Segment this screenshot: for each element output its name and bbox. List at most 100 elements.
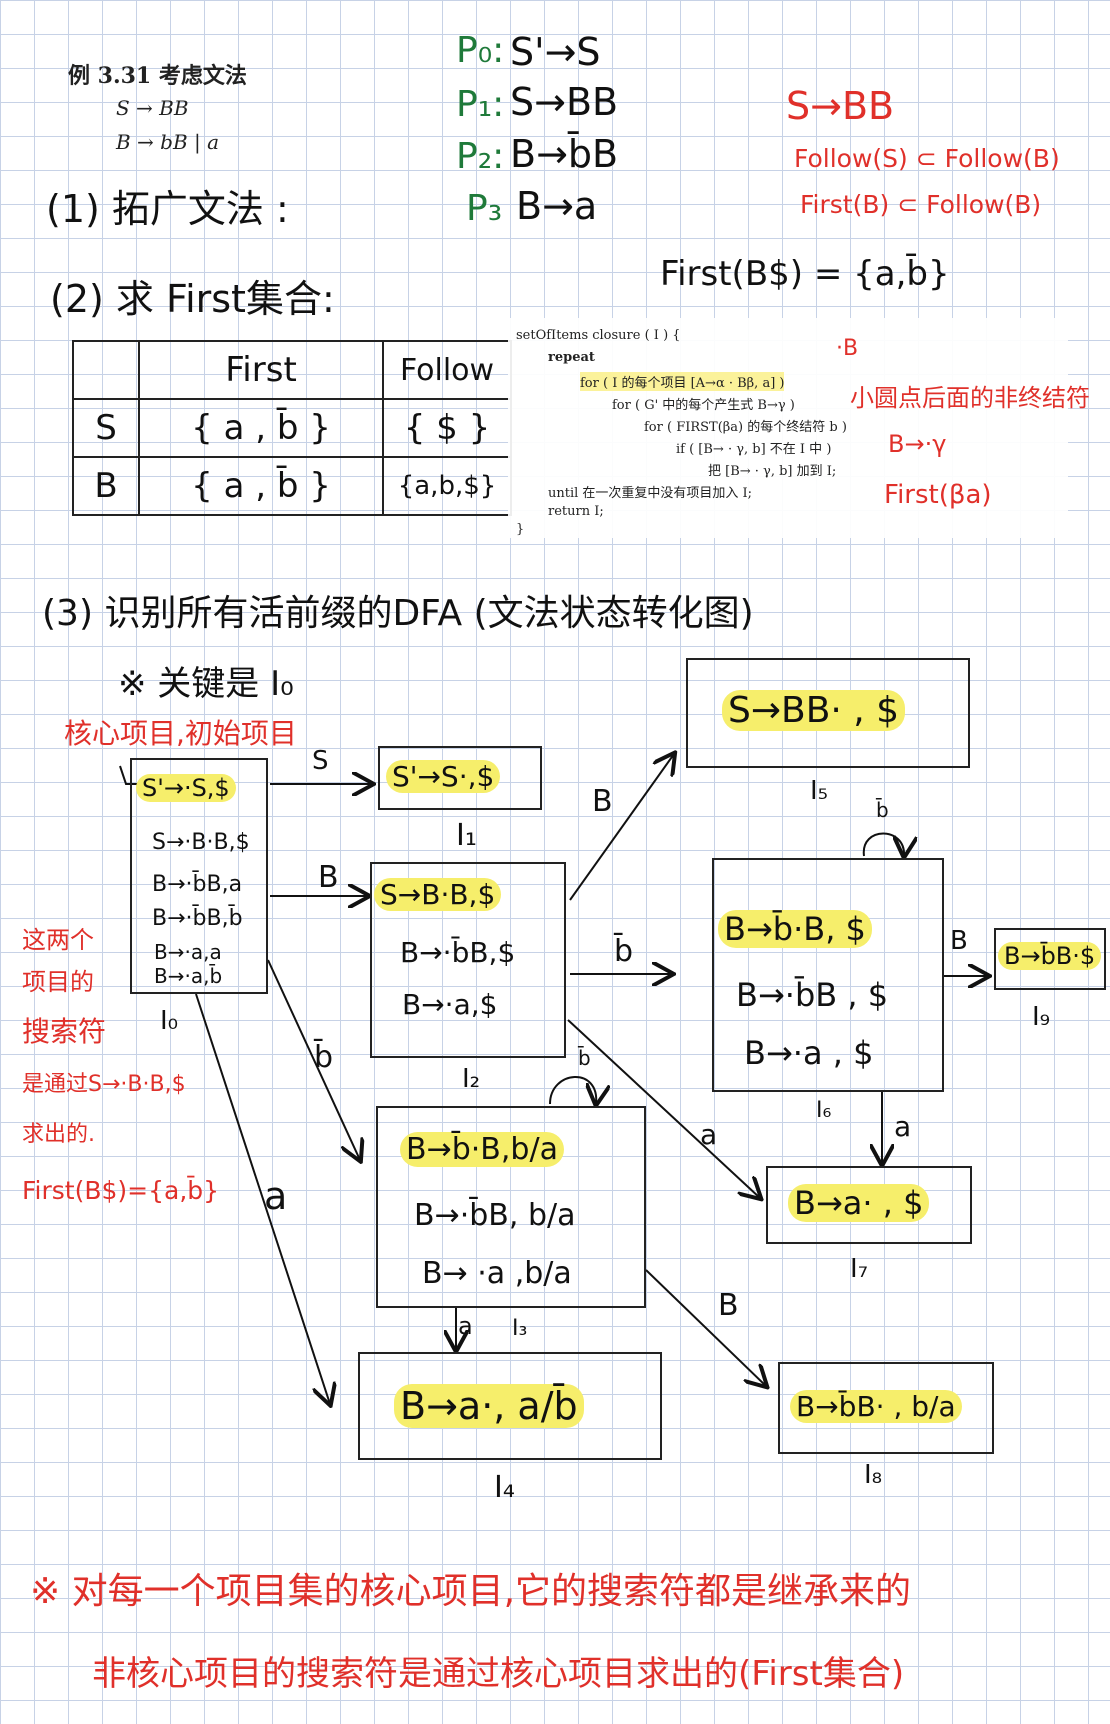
state-item: B→·b̄B,a [152, 872, 243, 897]
algo-line: until 在一次重复中没有项目加入 I; [548, 486, 753, 501]
algo-line: repeat [548, 350, 595, 365]
state-label-i8: I₈ [864, 1460, 883, 1490]
state-label-i6: I₆ [816, 1098, 832, 1123]
bottom-note-2: 非核心项目的搜索符是通过核心项目求出的(First集合) [92, 1654, 905, 1694]
arrow-i2-i5 [569, 754, 674, 901]
state-item: B→·a,b̄ [154, 964, 223, 988]
state-i1: S'→S·,$ [378, 746, 542, 810]
left-note-line: First(B$)={a,b̄} [22, 1176, 220, 1205]
edge-label-b: B [718, 1288, 739, 1323]
example-title: 例 3.31 考虑文法 [68, 63, 247, 89]
state-item: B→b̄B·$ [998, 942, 1102, 970]
table-cell: S [72, 398, 140, 458]
table-row: B { a , b̄ } {a,b,$} [72, 456, 512, 516]
algo-note-bgamma: B→·γ [888, 430, 947, 458]
state-i9: B→b̄B·$ [994, 928, 1106, 990]
state-item: B→a·, a/b̄ [394, 1384, 584, 1428]
state-item: B→·b̄B,$ [400, 936, 516, 969]
state-item: S'→·S,$ [136, 774, 236, 802]
note-follow: Follow(S) ⊂ Follow(B) [794, 144, 1060, 173]
left-note-line: 这两个 [22, 926, 94, 954]
state-item: B→·b̄B , $ [736, 976, 889, 1014]
algo-note-firstba: First(βa) [884, 480, 992, 510]
edge-label-a: a [700, 1118, 718, 1151]
core-item-note: 核心项目,初始项目 [64, 717, 297, 750]
edge-label-a: a [894, 1110, 912, 1143]
algo-line: return I; [548, 504, 604, 519]
edge-label-bbar: b̄ [314, 1040, 334, 1075]
state-i2: S→B·B,$ B→·b̄B,$ B→·a,$ [370, 862, 566, 1058]
note-sbb: S→BB [786, 84, 895, 128]
state-item: B→b̄·B, $ [718, 910, 872, 948]
production-0-text: S'→S [510, 30, 601, 74]
step-3: (3) 识别所有活前缀的DFA (文法状态转化图) [42, 593, 754, 634]
closure-algorithm: setOfItems closure ( I ) { repeat for ( … [508, 318, 1068, 538]
left-note-line: 是通过S→·B·B,$ [22, 1072, 186, 1097]
production-3-label: P₃ [466, 188, 503, 229]
state-item: B→·b̄B, b/a [414, 1198, 576, 1233]
left-note-line: 项目的 [22, 968, 94, 996]
edge-label-b: B [950, 926, 968, 956]
state-i4: B→a·, a/b̄ [358, 1352, 662, 1460]
algo-line: if ( [B→ · γ, b] 不在 I 中 ) [676, 442, 832, 457]
state-item: B→b̄B· , b/a [790, 1390, 962, 1423]
loop-label-i6: b̄ [876, 798, 889, 822]
loop-i6 [862, 832, 904, 857]
table-cell: { a , b̄ } [138, 456, 384, 516]
table-row: S { a , b̄ } { $ } [72, 398, 512, 458]
state-label-i4: I₄ [494, 1470, 515, 1505]
first-b-dollar: First(B$) = {a,b̄} [660, 254, 950, 294]
table-header-row: First Follow [72, 340, 512, 400]
step-1: (1) 拓广文法 : [46, 187, 289, 231]
edge-label-a: a [264, 1174, 288, 1218]
state-label-i5: I₅ [810, 776, 829, 806]
table-header-empty [72, 340, 140, 400]
state-item: B→b̄·B,b/a [400, 1132, 564, 1167]
state-i6: B→b̄·B, $ B→·b̄B , $ B→·a , $ [712, 858, 944, 1092]
arrow-i3-i8 [645, 1269, 766, 1386]
edge-label-s: S [312, 746, 329, 776]
key-note: ※ 关键是 I₀ [118, 664, 294, 704]
production-0-label: P₀: [456, 30, 505, 71]
state-item: B→·a , $ [744, 1034, 874, 1072]
algo-line: for ( I 的每个项目 [A→α · Bβ, a] ) [580, 372, 785, 391]
arrow-i2-i7 [567, 1019, 760, 1198]
table-cell: { $ } [382, 398, 512, 458]
state-label-i1: I₁ [456, 818, 477, 853]
algo-line: for ( FIRST(βa) 的每个终结符 b ) [644, 420, 847, 435]
state-label-i2: I₂ [462, 1064, 481, 1094]
example-rule-1: S → BB [116, 96, 189, 120]
example-rule-2: B → bB | a [116, 130, 220, 154]
state-i5: S→BB· , $ [686, 658, 970, 768]
production-1-label: P₁: [456, 84, 505, 125]
state-item: S'→S·,$ [386, 760, 501, 793]
production-2-label: P₂: [456, 136, 505, 177]
table-cell: B [72, 456, 140, 516]
edge-label-b: B [318, 860, 339, 895]
algo-line: 把 [B→ · γ, b] 加到 I; [708, 464, 837, 479]
edge-label-b: B [592, 784, 613, 819]
state-label-i7: I₇ [850, 1254, 869, 1284]
arrow-i0-i4 [195, 993, 330, 1404]
production-3-text: B→a [516, 184, 598, 228]
state-item: S→·B·B,$ [152, 830, 250, 855]
first-follow-table: First Follow S { a , b̄ } { $ } B { a , … [72, 340, 512, 516]
table-header-follow: Follow [382, 340, 512, 400]
state-item: B→·b̄B,b̄ [152, 906, 243, 931]
edge-label-a: a [458, 1312, 473, 1340]
algo-line: setOfItems closure ( I ) { [516, 328, 681, 343]
edge-label-bbar: b̄ [614, 934, 634, 969]
state-label-i9: I₉ [1032, 1002, 1051, 1032]
loop-i3 [549, 1076, 596, 1104]
production-1-text: S→BB [510, 80, 619, 124]
state-i3: B→b̄·B,b/a B→·b̄B, b/a B→ ·a ,b/a [376, 1106, 646, 1308]
state-item: B→ ·a ,b/a [422, 1256, 572, 1291]
state-i8: B→b̄B· , b/a [778, 1362, 994, 1454]
left-note-line: 求出的. [22, 1122, 95, 1147]
note-first: First(B) ⊂ Follow(B) [800, 190, 1042, 219]
state-i0: S'→·S,$ S→·B·B,$ B→·b̄B,a B→·b̄B,b̄ B→·a… [130, 758, 268, 994]
algo-note-desc: 小圆点后面的非终结符 [850, 384, 1090, 412]
production-2-text: B→b̄B [510, 132, 619, 176]
table-cell: {a,b,$} [382, 456, 512, 516]
